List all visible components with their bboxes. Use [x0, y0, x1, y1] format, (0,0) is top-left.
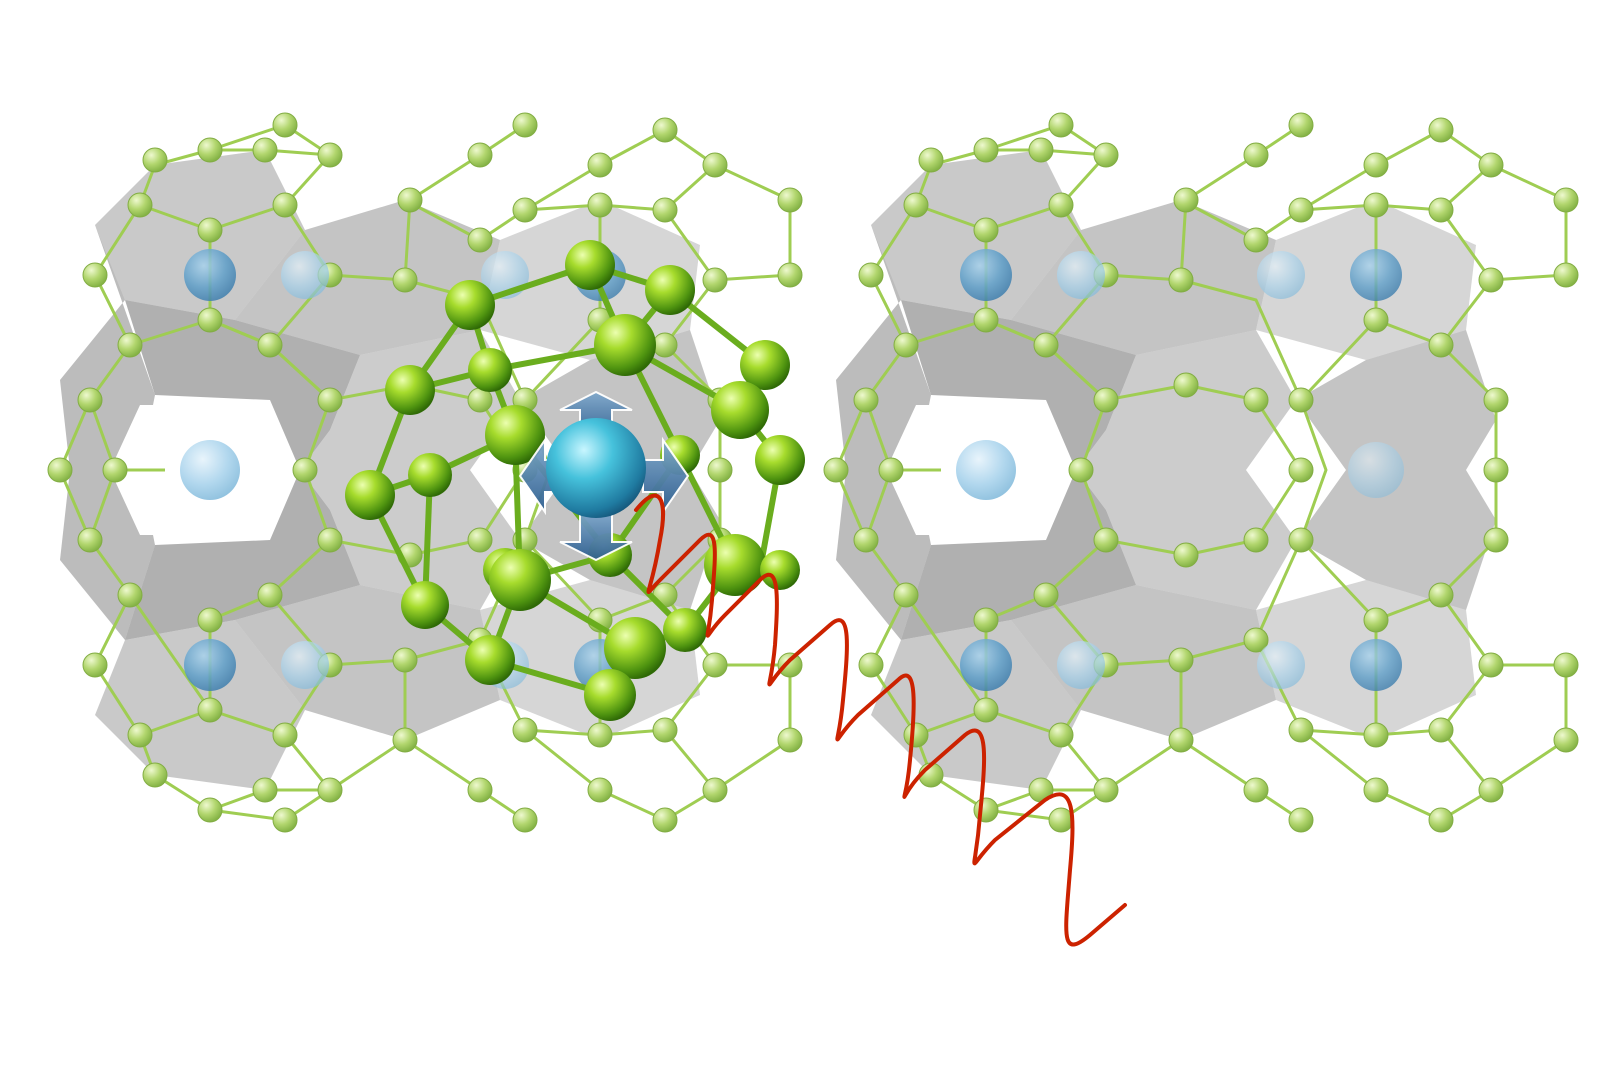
phonon-wave [634, 493, 1127, 947]
rattling-guest-atom [546, 418, 646, 518]
cage-atoms [345, 240, 805, 721]
dodecahedral-cage [345, 240, 805, 721]
